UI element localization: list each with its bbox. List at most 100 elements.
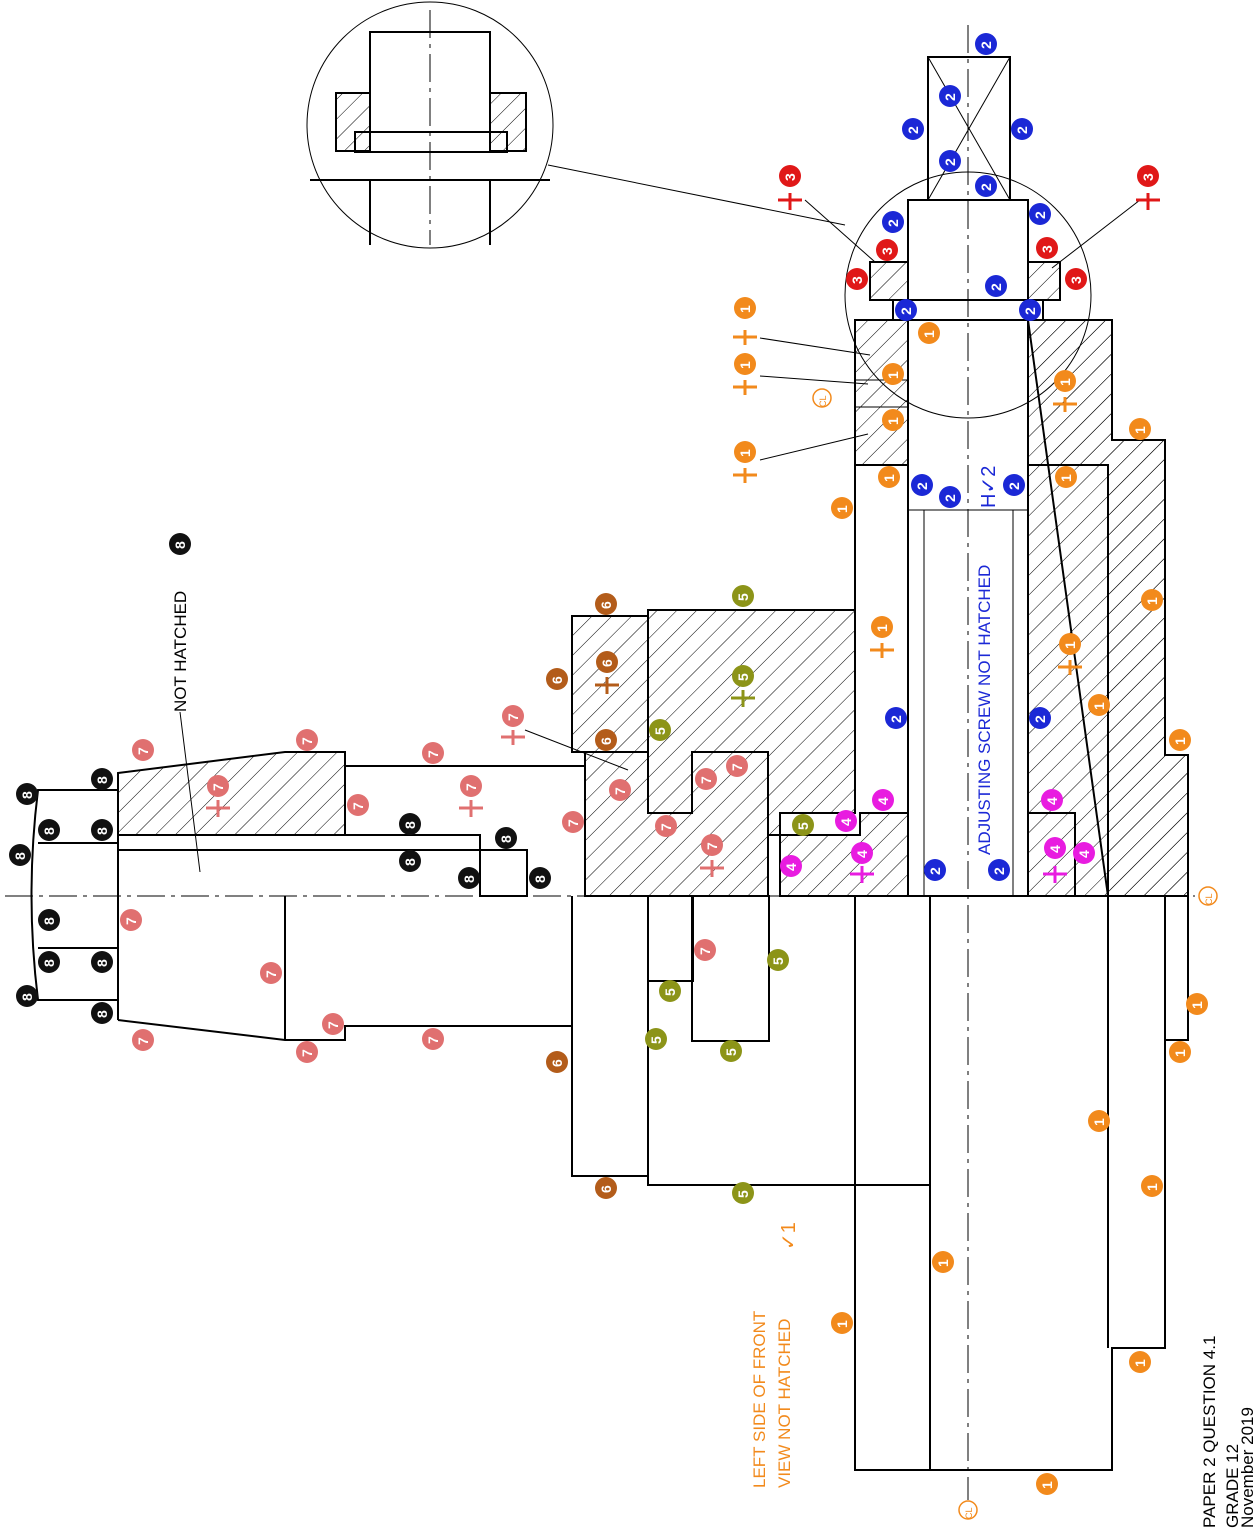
- hatch-symbol-7-d: 7: [700, 834, 724, 877]
- svg-text:6: 6: [549, 1059, 565, 1067]
- cl-label-right: CL: [1198, 886, 1218, 906]
- svg-text:4: 4: [1076, 850, 1092, 858]
- svg-text:2: 2: [988, 283, 1004, 291]
- svg-text:1: 1: [1172, 1049, 1188, 1057]
- svg-text:7: 7: [299, 1049, 315, 1057]
- svg-text:1: 1: [737, 449, 753, 457]
- cl-label-bottom: CL: [958, 1500, 978, 1520]
- marks-part-3: 3 3 3 3: [846, 237, 1087, 290]
- svg-text:5: 5: [795, 822, 811, 830]
- svg-text:2: 2: [1022, 307, 1038, 315]
- svg-text:2: 2: [885, 219, 901, 227]
- svg-text:2: 2: [914, 482, 930, 490]
- svg-text:3: 3: [879, 247, 895, 255]
- marks-part-6: 6 6 6 6 6: [546, 593, 617, 1199]
- svg-text:8: 8: [172, 541, 188, 549]
- left-side-note-line-1: LEFT SIDE OF FRONT: [750, 1311, 769, 1488]
- svg-text:5: 5: [662, 988, 678, 996]
- svg-text:4: 4: [1044, 797, 1060, 805]
- svg-text:6: 6: [599, 659, 615, 667]
- svg-text:7: 7: [729, 763, 745, 771]
- svg-text:3: 3: [849, 276, 865, 284]
- svg-text:2: 2: [1032, 715, 1048, 723]
- part-2-adjusting-screw: [892, 56, 1044, 897]
- svg-text:1: 1: [1058, 474, 1074, 482]
- svg-text:3: 3: [1039, 245, 1055, 253]
- svg-text:1: 1: [1144, 597, 1160, 605]
- svg-text:1: 1: [1132, 1359, 1148, 1367]
- svg-text:8: 8: [94, 776, 110, 784]
- svg-text:4: 4: [1047, 845, 1063, 853]
- hatch-symbol-3-left: 3: [778, 165, 802, 210]
- enlarged-detail-view: [306, 1, 846, 249]
- svg-text:1: 1: [834, 1320, 850, 1328]
- svg-text:2: 2: [905, 126, 921, 134]
- svg-text:8: 8: [461, 875, 477, 883]
- svg-text:7: 7: [325, 1021, 341, 1029]
- part-4-bush: [779, 812, 1076, 897]
- svg-text:2: 2: [1014, 126, 1030, 134]
- svg-text:7: 7: [505, 713, 521, 721]
- svg-text:5: 5: [648, 1036, 664, 1044]
- hatch-symbol-3-right: 3: [1136, 165, 1160, 210]
- svg-text:2: 2: [888, 715, 904, 723]
- svg-text:1: 1: [935, 1259, 951, 1267]
- not-hatched-note: NOT HATCHED: [171, 591, 190, 712]
- svg-text:1: 1: [921, 330, 937, 338]
- svg-text:8: 8: [19, 993, 35, 1001]
- svg-text:5: 5: [735, 1190, 751, 1198]
- title-line-3: November 2019: [1238, 1407, 1253, 1528]
- marks-part-8: 8 8 8 8 8 8 8 8 8 8 8 8 8 8 8: [9, 768, 551, 1024]
- svg-text:1: 1: [1172, 737, 1188, 745]
- svg-text:1: 1: [885, 417, 901, 425]
- svg-text:7: 7: [135, 1037, 151, 1045]
- svg-text:7: 7: [698, 776, 714, 784]
- svg-text:2: 2: [978, 183, 994, 191]
- svg-text:7: 7: [704, 842, 720, 850]
- hatch-symbol-5: 5: [731, 665, 755, 707]
- part-3-ring: [869, 261, 1061, 301]
- marks-part-2: 2 2 2 2 2 2 2 2 2 2 2 2 2 2 2 2 2 2: [882, 33, 1051, 881]
- svg-text:CL: CL: [1204, 893, 1214, 905]
- svg-text:8: 8: [532, 875, 548, 883]
- svg-text:4: 4: [875, 797, 891, 805]
- svg-text:6: 6: [598, 737, 614, 745]
- leaders: [179, 199, 1141, 873]
- title-line-2: GRADE 12: [1223, 1444, 1242, 1528]
- svg-text:1: 1: [737, 361, 753, 369]
- svg-text:8: 8: [19, 791, 35, 799]
- svg-text:1: 1: [1039, 1481, 1055, 1489]
- svg-text:7: 7: [135, 747, 151, 755]
- svg-text:4: 4: [854, 850, 870, 858]
- svg-text:1: 1: [1062, 641, 1078, 649]
- svg-text:3: 3: [1068, 276, 1084, 284]
- svg-text:7: 7: [565, 819, 581, 827]
- svg-text:7: 7: [263, 970, 279, 978]
- svg-text:1: 1: [1057, 378, 1073, 386]
- svg-text:7: 7: [350, 802, 366, 810]
- left-side-mark: ✓1: [778, 1222, 800, 1250]
- svg-text:8: 8: [94, 1010, 110, 1018]
- svg-text:1: 1: [737, 305, 753, 313]
- svg-text:1: 1: [1091, 1118, 1107, 1126]
- hatch-symbol-4-b: 4: [1043, 837, 1067, 883]
- part-5-block: [647, 609, 931, 1186]
- svg-text:1: 1: [1091, 702, 1107, 710]
- svg-text:5: 5: [735, 673, 751, 681]
- svg-text:4: 4: [783, 863, 799, 871]
- svg-text:1: 1: [1144, 1183, 1160, 1191]
- svg-text:5: 5: [770, 957, 786, 965]
- svg-text:6: 6: [549, 676, 565, 684]
- hatch-symbol-1-b: 1: [733, 353, 757, 395]
- detail-circle: [844, 171, 1092, 419]
- svg-text:3: 3: [782, 173, 798, 181]
- hatch-symbol-7-a: 7: [501, 705, 525, 745]
- svg-text:5: 5: [652, 727, 668, 735]
- svg-text:7: 7: [425, 750, 441, 758]
- svg-text:2: 2: [942, 93, 958, 101]
- cl-label-screw: CL: [812, 388, 832, 408]
- hatch-symbol-1-c: 1: [733, 441, 757, 483]
- svg-text:1: 1: [874, 624, 890, 632]
- svg-text:2: 2: [942, 158, 958, 166]
- svg-text:2: 2: [1032, 211, 1048, 219]
